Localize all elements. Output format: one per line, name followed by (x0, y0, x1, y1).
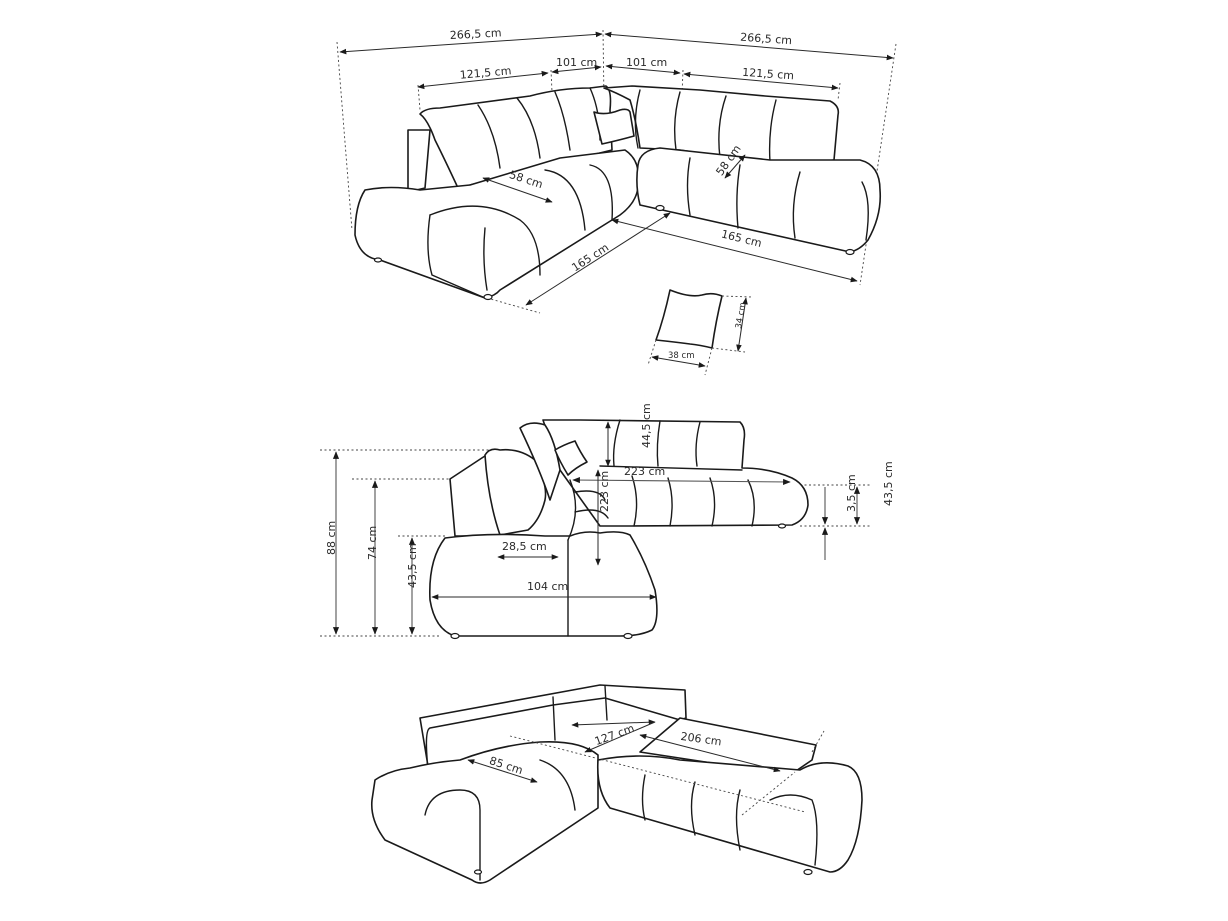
left-backrest (419, 85, 613, 189)
right-backrest (603, 85, 840, 166)
dim-corner-length: 223 cm (624, 465, 665, 478)
dim-backrest-depth: 28,5 cm (502, 540, 547, 553)
dim-backrest-height: 44,5 cm (640, 403, 653, 448)
dim-corner-depth: 223 cm (598, 471, 611, 512)
left-backrest-side (484, 448, 547, 536)
dim-back-left: 121,5 cm (459, 64, 512, 81)
dim-back-right-corner: 101 cm (626, 56, 667, 69)
dim-back-left-corner: 101 cm (556, 56, 597, 69)
sleeping-function-view: 85 cm 127 cm 206 cm (370, 684, 863, 884)
dim-total-height: 88 cm (325, 521, 338, 555)
dim-cushion-height: 34 cm (734, 302, 748, 330)
dim-seat-length-left: 165 cm (569, 241, 611, 274)
left-armrest (407, 129, 431, 193)
side-pillow (554, 440, 588, 476)
dim-back-right: 121,5 cm (742, 66, 795, 83)
top-perspective-view: 266,5 cm 266,5 cm 121,5 cm 101 cm 101 cm… (336, 26, 897, 314)
dim-leg-height: 3,5 cm (845, 474, 858, 512)
dim-seat-height: 43,5 cm (406, 543, 419, 588)
dim-seat-height-right: 43,5 cm (882, 461, 895, 506)
right-seat-bed (596, 755, 863, 873)
cushion (655, 289, 723, 349)
dim-chaise-depth: 104 cm (527, 580, 568, 593)
dim-armrest-height: 74 cm (366, 526, 379, 560)
side-elevation-view: 88 cm 74 cm 43,5 cm 44,5 cm 223 cm 223 c… (320, 403, 895, 640)
dim-bed-depth-corner: 127 cm (593, 722, 636, 748)
dim-bed-length: 206 cm (680, 730, 723, 749)
corner-pillow (593, 108, 635, 145)
dim-total-width-left: 266,5 cm (450, 26, 502, 42)
dim-cushion-width: 38 cm (668, 351, 694, 361)
dim-total-width-right: 266,5 cm (740, 31, 793, 48)
cushion-detail-view: 34 cm 38 cm (647, 289, 753, 376)
left-seat-bed (370, 740, 599, 884)
